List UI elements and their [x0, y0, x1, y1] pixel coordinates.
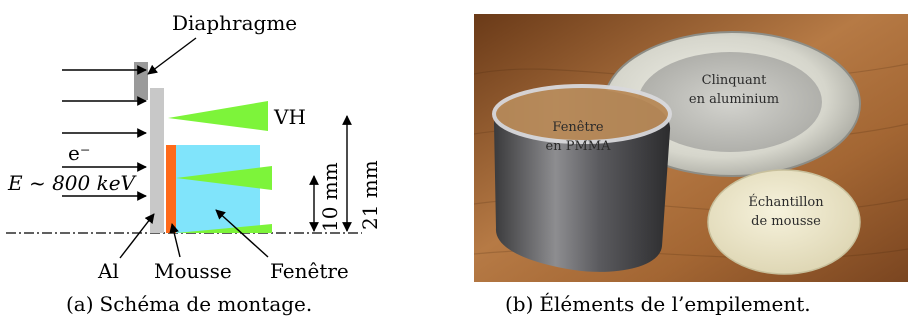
label-energy: E ~ 800 keV: [7, 171, 138, 195]
stack-photo: Clinquant en aluminium Fenêtre en PMMA É…: [474, 14, 908, 282]
label-vh: VH: [273, 105, 306, 129]
photo-label-fenetre-2: en PMMA: [546, 139, 612, 154]
label-diaphragme: Diaphragme: [172, 11, 297, 35]
caption-a-text: Schéma de montage.: [99, 292, 313, 316]
vh-beam: [168, 101, 268, 131]
photo-label-clinquant-2: en aluminium: [689, 92, 779, 107]
beam-wedge-middle: [176, 166, 272, 190]
pmma-window: [176, 145, 260, 233]
caption-a-letter: (a): [66, 292, 94, 316]
pmma-window-rim: [492, 84, 672, 144]
foam-layer: [166, 145, 176, 233]
caption-a: (a)Schéma de montage.: [66, 292, 312, 316]
caption-b-text: Éléments de l’empilement.: [539, 292, 811, 316]
label-dim-10mm: 10 mm: [318, 162, 342, 232]
photo-label-echantillon-2: de mousse: [751, 214, 821, 229]
photo-label-echantillon-1: Échantillon: [748, 194, 824, 210]
label-mousse: Mousse: [154, 259, 232, 283]
label-electron: e⁻: [68, 141, 90, 165]
incoming-electron-arrows: [62, 65, 147, 201]
beam-wedge-bottom: [176, 224, 272, 233]
schematic-panel: Diaphragme VH e⁻ E ~ 800 keV Al Mousse F…: [6, 11, 382, 316]
caption-b: (b)Éléments de l’empilement.: [505, 292, 811, 316]
photo-panel: Clinquant en aluminium Fenêtre en PMMA É…: [474, 0, 908, 325]
photo-label-clinquant-1: Clinquant: [702, 73, 767, 88]
pointer-arrows: [119, 37, 269, 259]
aluminium-foil-disc: [638, 52, 822, 152]
diaphragm: [134, 62, 148, 100]
caption-b-letter: (b): [505, 292, 534, 316]
setup-schematic: Diaphragme VH e⁻ E ~ 800 keV Al Mousse F…: [6, 11, 382, 283]
foam-sample-disc: [707, 169, 861, 275]
aluminium-foil: [150, 88, 164, 233]
label-dim-21mm: 21 mm: [358, 160, 382, 230]
label-fenetre: Fenêtre: [270, 259, 349, 283]
dimension-arrows: [309, 115, 352, 232]
label-al: Al: [97, 259, 119, 283]
photo-label-fenetre-1: Fenêtre: [552, 120, 604, 135]
